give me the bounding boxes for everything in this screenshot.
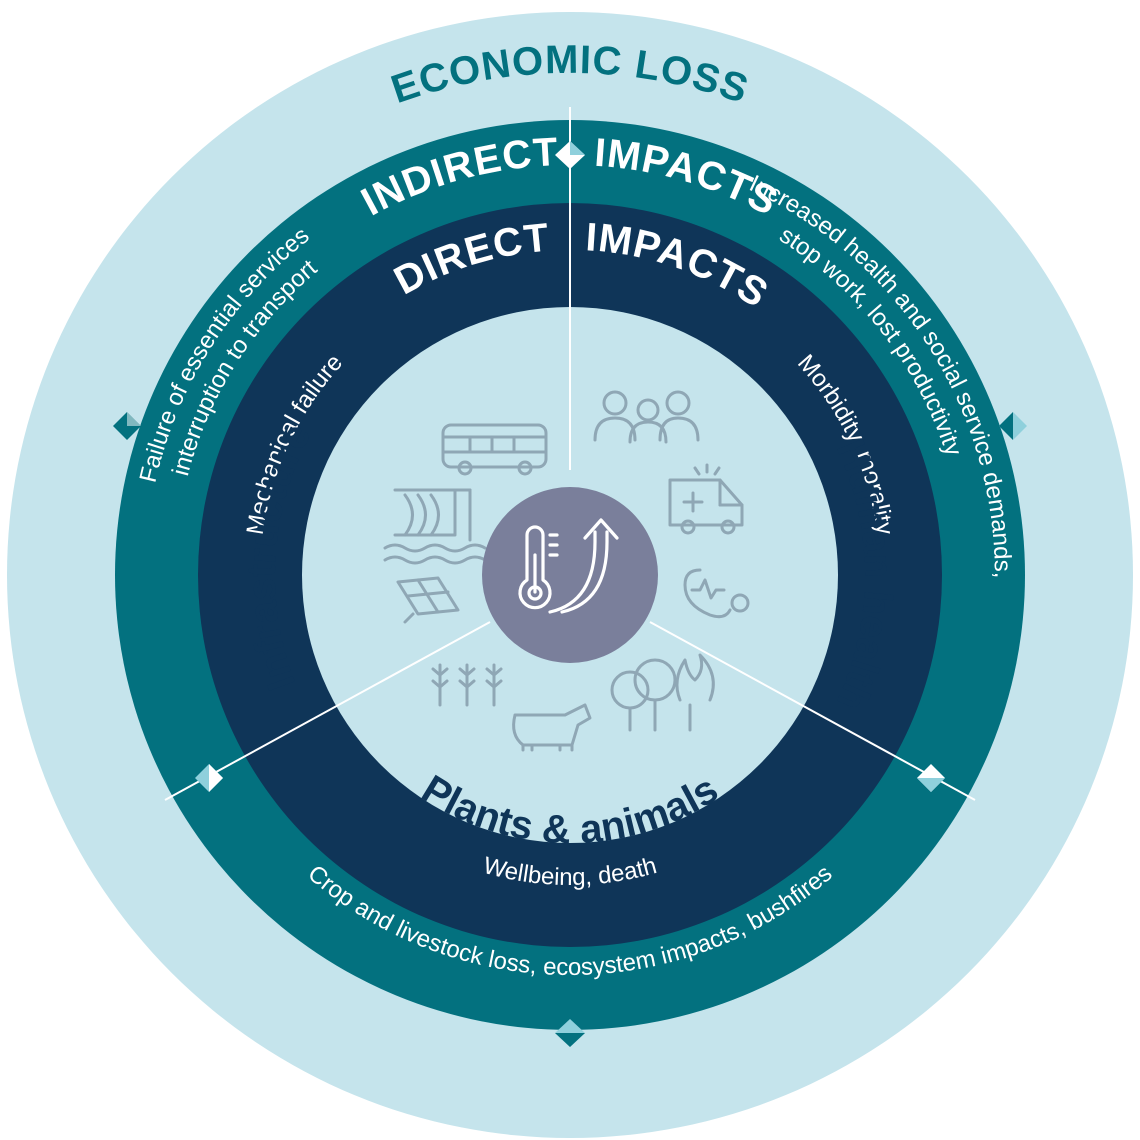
diamond-markers bbox=[113, 141, 1027, 1047]
bus-icon bbox=[441, 423, 548, 476]
dam-icon bbox=[383, 488, 487, 565]
solar-panel-icon bbox=[396, 576, 460, 624]
crops-icon bbox=[431, 663, 503, 707]
people-icon bbox=[593, 390, 700, 444]
trees-fire-icon bbox=[610, 653, 715, 732]
thermometer-rising-icon bbox=[518, 518, 619, 614]
stethoscope-icon bbox=[683, 568, 750, 619]
ambulance-icon bbox=[668, 463, 744, 535]
cow-icon bbox=[512, 703, 592, 752]
center-hub bbox=[482, 487, 658, 663]
